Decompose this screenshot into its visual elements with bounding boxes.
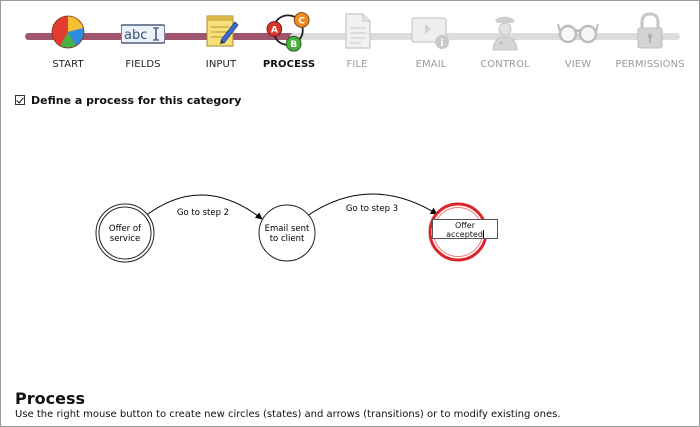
help-text: Use the right mouse button to create new… [15, 409, 561, 420]
process-diagram[interactable]: Go to step 2 Go to step 3 Offer of servi… [0, 115, 700, 380]
state-offer-of-service[interactable]: Offer of service [95, 203, 155, 263]
wizard-steps: START abc FIELDS INPUT [0, 0, 700, 78]
wizard-step-label: EMAIL [415, 59, 447, 70]
state-name-editbox[interactable]: Offer accepted [432, 219, 498, 239]
state-label-line: Email sent [265, 224, 310, 234]
editbox-line-2: accepted [433, 230, 497, 239]
wizard-step-permissions[interactable]: PERMISSIONS [610, 10, 690, 74]
wizard-step-view[interactable]: VIEW [538, 10, 618, 74]
editbox-line-1: Offer [454, 221, 476, 230]
define-process-option[interactable]: Define a process for this category [15, 93, 241, 107]
transition-label-1[interactable]: Go to step 2 [177, 208, 229, 218]
process-graph-icon: A C B [266, 12, 310, 52]
state-email-sent-to-client[interactable]: Email sent to client [258, 204, 316, 262]
badge-c: C [298, 16, 305, 26]
text-caret [482, 230, 484, 238]
transition-label-2[interactable]: Go to step 3 [346, 204, 398, 214]
pie-chart-icon [51, 15, 85, 49]
process-diagram-canvas[interactable]: Go to step 2 Go to step 3 Offer of servi… [0, 115, 700, 380]
glasses-icon [557, 23, 599, 44]
svg-text:i: i [440, 38, 443, 49]
wizard-step-process[interactable]: A C B PROCESS [249, 10, 329, 74]
transition-arrow-2[interactable] [306, 193, 438, 217]
help-title: Process [15, 389, 85, 408]
state-label-line: service [110, 234, 140, 244]
text-field-icon: abc [121, 24, 165, 44]
padlock-icon [637, 12, 663, 49]
wizard-step-label: FILE [346, 59, 368, 70]
wizard-step-label: VIEW [564, 59, 592, 70]
notepad-pencil-icon [206, 15, 239, 47]
svg-text:abc: abc [124, 28, 147, 43]
badge-b: B [290, 40, 297, 50]
wizard-step-label: INPUT [205, 59, 237, 70]
wizard-step-label: PERMISSIONS [615, 59, 685, 70]
wizard-step-fields[interactable]: abc FIELDS [103, 10, 183, 74]
wizard-step-control[interactable]: CONTROL [465, 10, 545, 74]
officer-icon [492, 16, 518, 51]
wizard-step-label: PROCESS [262, 59, 316, 70]
transition-arrow-1[interactable] [143, 194, 263, 220]
wizard-step-input[interactable]: INPUT [181, 10, 261, 74]
editbox-line-2-text: accepted [446, 230, 483, 239]
badge-a: A [271, 25, 278, 35]
wizard-step-email[interactable]: i EMAIL [391, 10, 471, 74]
wizard-step-file[interactable]: FILE [317, 10, 397, 74]
define-process-checkbox[interactable] [15, 95, 25, 105]
state-label-line: to client [270, 234, 305, 244]
email-info-icon: i [411, 17, 449, 49]
state-label-line: Offer of [109, 224, 142, 234]
wizard-step-label: FIELDS [125, 59, 161, 70]
wizard-step-label: START [52, 59, 84, 70]
wizard-step-label: CONTROL [480, 59, 530, 70]
wizard-step-start[interactable]: START [28, 10, 108, 74]
document-icon [345, 13, 371, 49]
define-process-label: Define a process for this category [31, 93, 242, 107]
